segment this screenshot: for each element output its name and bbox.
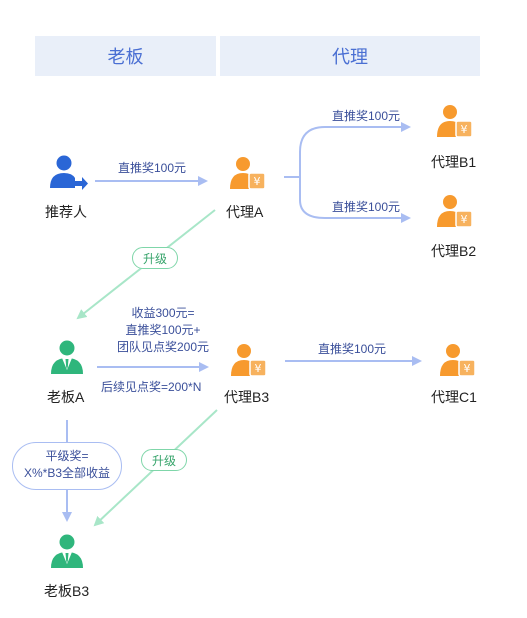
- node-label-agent-b3: 代理B3: [224, 389, 270, 405]
- upgrade-pill-2: 升级: [141, 449, 188, 471]
- peer-bonus-bubble: 平级奖= X%*B3全部收益: [12, 442, 122, 490]
- edge-label-b3-to-c1: 直推奖100元: [318, 342, 387, 356]
- person-yen-card-icon: ¥: [437, 105, 473, 138]
- edge-label-referrer-to-a: 直推奖100元: [118, 161, 187, 175]
- header-agent: 代理: [220, 36, 480, 76]
- person-suit-icon: [51, 340, 83, 374]
- peer-bonus-line-1: 平级奖=: [45, 449, 89, 463]
- boss-a-income-note: 收益300元= 直推奖100元+ 团队见点奖200元: [104, 305, 222, 356]
- node-label-agent-b2: 代理B2: [431, 243, 477, 259]
- node-label-agent-c1: 代理C1: [431, 389, 477, 405]
- income-line-2: 直推奖100元+: [125, 323, 201, 337]
- node-label-boss-b3: 老板B3: [44, 583, 90, 599]
- upgrade-pill-1: 升级: [132, 247, 179, 269]
- svg-text:¥: ¥: [464, 362, 471, 375]
- person-yen-card-icon: ¥: [231, 344, 267, 377]
- income-line-3: 团队见点奖200元: [116, 340, 210, 354]
- person-yen-card-icon: ¥: [437, 195, 473, 228]
- income-line-1: 收益300元=: [131, 306, 195, 320]
- edge-label-a-to-b1: 直推奖100元: [332, 109, 401, 123]
- svg-text:¥: ¥: [461, 123, 468, 136]
- arrow-agent-a-to-b2: [299, 177, 411, 223]
- svg-text:¥: ¥: [254, 175, 261, 188]
- header-boss: 老板: [35, 36, 216, 76]
- peer-bonus-line-2: X%*B3全部收益: [23, 466, 111, 480]
- svg-text:¥: ¥: [461, 213, 468, 226]
- edge-label-a-to-b2: 直推奖100元: [332, 200, 401, 214]
- node-label-agent-a: 代理A: [226, 204, 264, 220]
- followup-bonus-note: 后续见点奖=200*N: [101, 380, 202, 394]
- arrow-agent-a-to-b1: [284, 122, 411, 178]
- svg-text:¥: ¥: [255, 362, 262, 375]
- node-label-referrer: 推荐人: [45, 204, 87, 220]
- node-label-boss-a: 老板A: [47, 389, 85, 405]
- person-yen-card-icon: ¥: [440, 344, 476, 377]
- person-yen-card-icon: ¥: [230, 157, 266, 190]
- person-transfer-icon: [50, 155, 88, 190]
- person-suit-icon: [51, 534, 83, 568]
- node-label-agent-b1: 代理B1: [431, 154, 477, 170]
